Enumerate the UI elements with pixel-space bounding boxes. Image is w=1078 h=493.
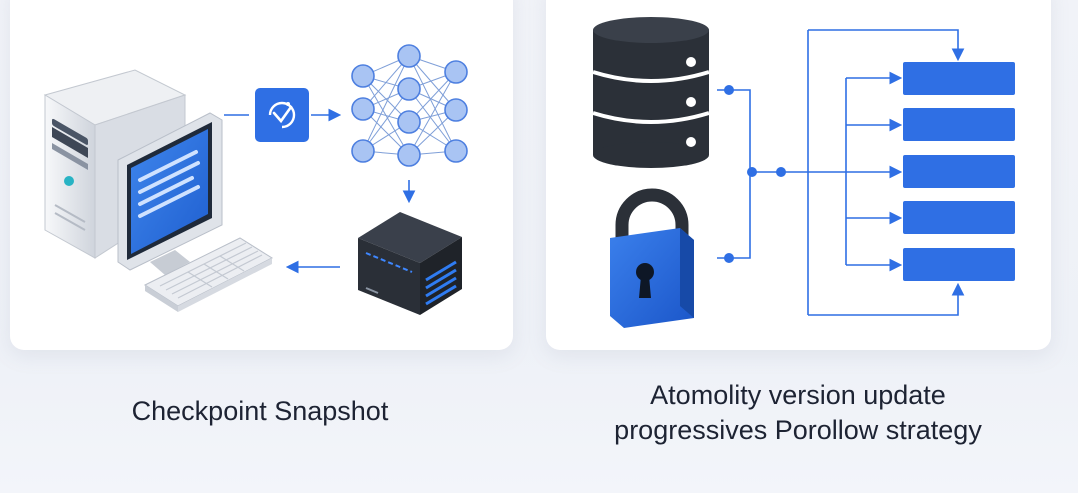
update-block-icon — [903, 201, 1015, 234]
database-icon — [592, 17, 710, 168]
connector-nodes — [724, 85, 786, 263]
update-blocks — [903, 62, 1015, 281]
version-update-caption: Atomolity version update progressives Po… — [560, 378, 1036, 448]
checkpoint-snapshot-caption: Checkpoint Snapshot — [131, 396, 389, 426]
update-block-icon — [903, 155, 1015, 188]
update-block-icon — [903, 108, 1015, 141]
block-arrows — [846, 48, 965, 296]
storage-server-icon — [358, 212, 462, 315]
update-block-icon — [903, 248, 1015, 281]
caption-line-1: Atomolity version update — [650, 380, 946, 410]
update-block-icon — [903, 62, 1015, 95]
keyboard-icon — [143, 237, 274, 312]
padlock-icon — [610, 188, 694, 328]
caption-line-2: progressives Porollow strategy — [614, 415, 982, 446]
desktop-computer-icon — [43, 69, 223, 275]
snapshot-badge-icon — [255, 88, 309, 142]
neural-network-icon — [351, 44, 468, 167]
